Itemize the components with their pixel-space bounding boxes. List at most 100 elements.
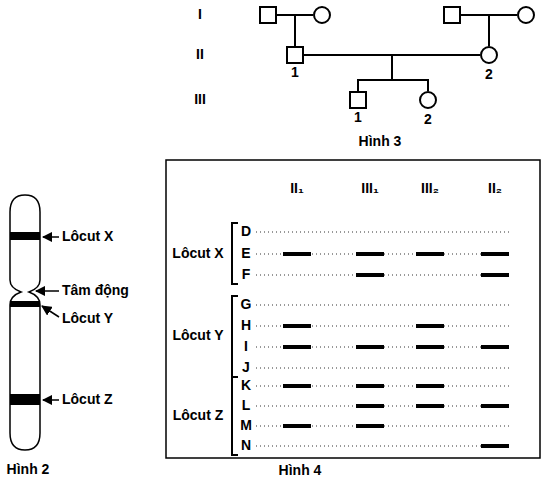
- allele-label-text: K: [241, 377, 251, 393]
- female-symbol: [518, 7, 534, 23]
- allele-label-text: J: [242, 359, 250, 375]
- dna-band: [481, 273, 509, 277]
- descent-line: [304, 55, 428, 91]
- dotted-row: [256, 232, 512, 233]
- dna-band: [356, 252, 384, 256]
- female-outline: [480, 46, 498, 64]
- locus-label-text: Lôcut Y: [172, 327, 223, 343]
- allele-label-text: G: [241, 296, 252, 312]
- male-symbol: [444, 7, 460, 23]
- lane-header: II₁: [290, 181, 304, 196]
- lane-header-text: II₂: [488, 180, 502, 196]
- dna-band: [481, 444, 509, 448]
- dna-band: [283, 252, 311, 256]
- allele-label-text: M: [240, 417, 252, 433]
- dna-band: [283, 345, 311, 349]
- allele-label: G: [241, 297, 252, 312]
- leader-arrow: [36, 290, 59, 292]
- figure-caption: Hình 2: [7, 462, 50, 477]
- dna-band: [356, 345, 384, 349]
- female-individual: 2: [480, 46, 498, 64]
- locus-band: [10, 232, 40, 240]
- female-outline: [419, 91, 437, 109]
- descent-line: [392, 55, 480, 91]
- individual-number: 1: [354, 110, 362, 125]
- lane-header-text: II₁: [290, 180, 304, 196]
- allele-label: J: [242, 360, 250, 375]
- dna-band: [416, 404, 444, 408]
- allele-label: D: [241, 224, 251, 239]
- dna-band: [356, 424, 384, 428]
- locus-label: Lôcut Y: [171, 328, 225, 343]
- lane-header: III₂: [421, 181, 439, 196]
- allele-label: L: [242, 398, 251, 413]
- figure-caption-text: Hình 3: [359, 133, 402, 149]
- generation-label-text: I: [198, 6, 202, 22]
- centromere-label-text: Tâm động: [62, 282, 129, 298]
- dotted-row: [256, 368, 512, 369]
- female-circle: [420, 92, 436, 108]
- dna-band: [356, 273, 384, 277]
- allele-label: H: [241, 318, 251, 333]
- allele-label: I: [244, 339, 248, 354]
- lane-header: II₂: [488, 181, 502, 196]
- descent-line: [488, 15, 490, 46]
- dna-band: [416, 384, 444, 388]
- male-symbol: [260, 7, 276, 23]
- dna-band: [416, 324, 444, 328]
- locus-label-text: Lôcut X: [62, 228, 113, 244]
- locus-label-text: Lôcut Y: [62, 310, 113, 326]
- dotted-row: [256, 305, 512, 306]
- leader-arrow: [43, 399, 59, 401]
- dna-band: [481, 252, 509, 256]
- figure-caption: Hình 4: [279, 463, 322, 478]
- generation-label: III: [194, 92, 206, 107]
- male-individual: 1: [286, 46, 304, 64]
- allele-label: F: [242, 267, 251, 282]
- allele-label: E: [241, 246, 250, 261]
- dna-band: [283, 384, 311, 388]
- locus-label: Lôcut X: [171, 246, 225, 261]
- dna-band: [481, 345, 509, 349]
- locus-label: Lôcut X: [62, 229, 113, 244]
- generation-label: II: [196, 47, 204, 62]
- allele-label-text: H: [241, 317, 251, 333]
- dna-band: [416, 345, 444, 349]
- dna-band: [356, 404, 384, 408]
- locus-band: [10, 394, 40, 405]
- chromosome: [10, 195, 40, 450]
- locus-bracket: [232, 296, 238, 377]
- dotted-row: [256, 446, 512, 447]
- individual-number: 2: [424, 112, 432, 127]
- allele-label-text: F: [242, 266, 251, 282]
- locus-label-text: Lôcut X: [172, 245, 223, 261]
- dna-band: [356, 384, 384, 388]
- locus-band: [10, 301, 40, 307]
- centromere-label: Tâm động: [62, 283, 129, 298]
- generation-label-text: II: [196, 46, 204, 62]
- allele-label-text: E: [241, 245, 250, 261]
- dna-band: [283, 424, 311, 428]
- allele-label: N: [241, 438, 251, 453]
- locus-label: Lôcut Y: [62, 311, 113, 326]
- lane-header: III₁: [361, 181, 378, 196]
- locus-label: Lôcut Z: [62, 392, 113, 407]
- locus-label-text: Lôcut Z: [62, 391, 113, 407]
- lane-header-text: III₁: [361, 180, 378, 196]
- dna-band: [416, 252, 444, 256]
- female-symbol: [314, 7, 330, 23]
- individual-number: 2: [485, 67, 493, 82]
- figure-caption-text: Hình 2: [7, 461, 50, 477]
- allele-label-text: D: [241, 223, 251, 239]
- generation-label: I: [198, 7, 202, 22]
- dna-band: [481, 404, 509, 408]
- male-individual: 1: [349, 91, 367, 109]
- generation-label-text: III: [194, 91, 206, 107]
- figure-caption-text: Hình 4: [279, 462, 322, 478]
- allele-label-text: N: [241, 437, 251, 453]
- locus-label: Lôcut Z: [171, 408, 225, 423]
- descent-line: [294, 15, 296, 46]
- leader-arrow: [42, 306, 59, 317]
- locus-bracket: [232, 223, 238, 284]
